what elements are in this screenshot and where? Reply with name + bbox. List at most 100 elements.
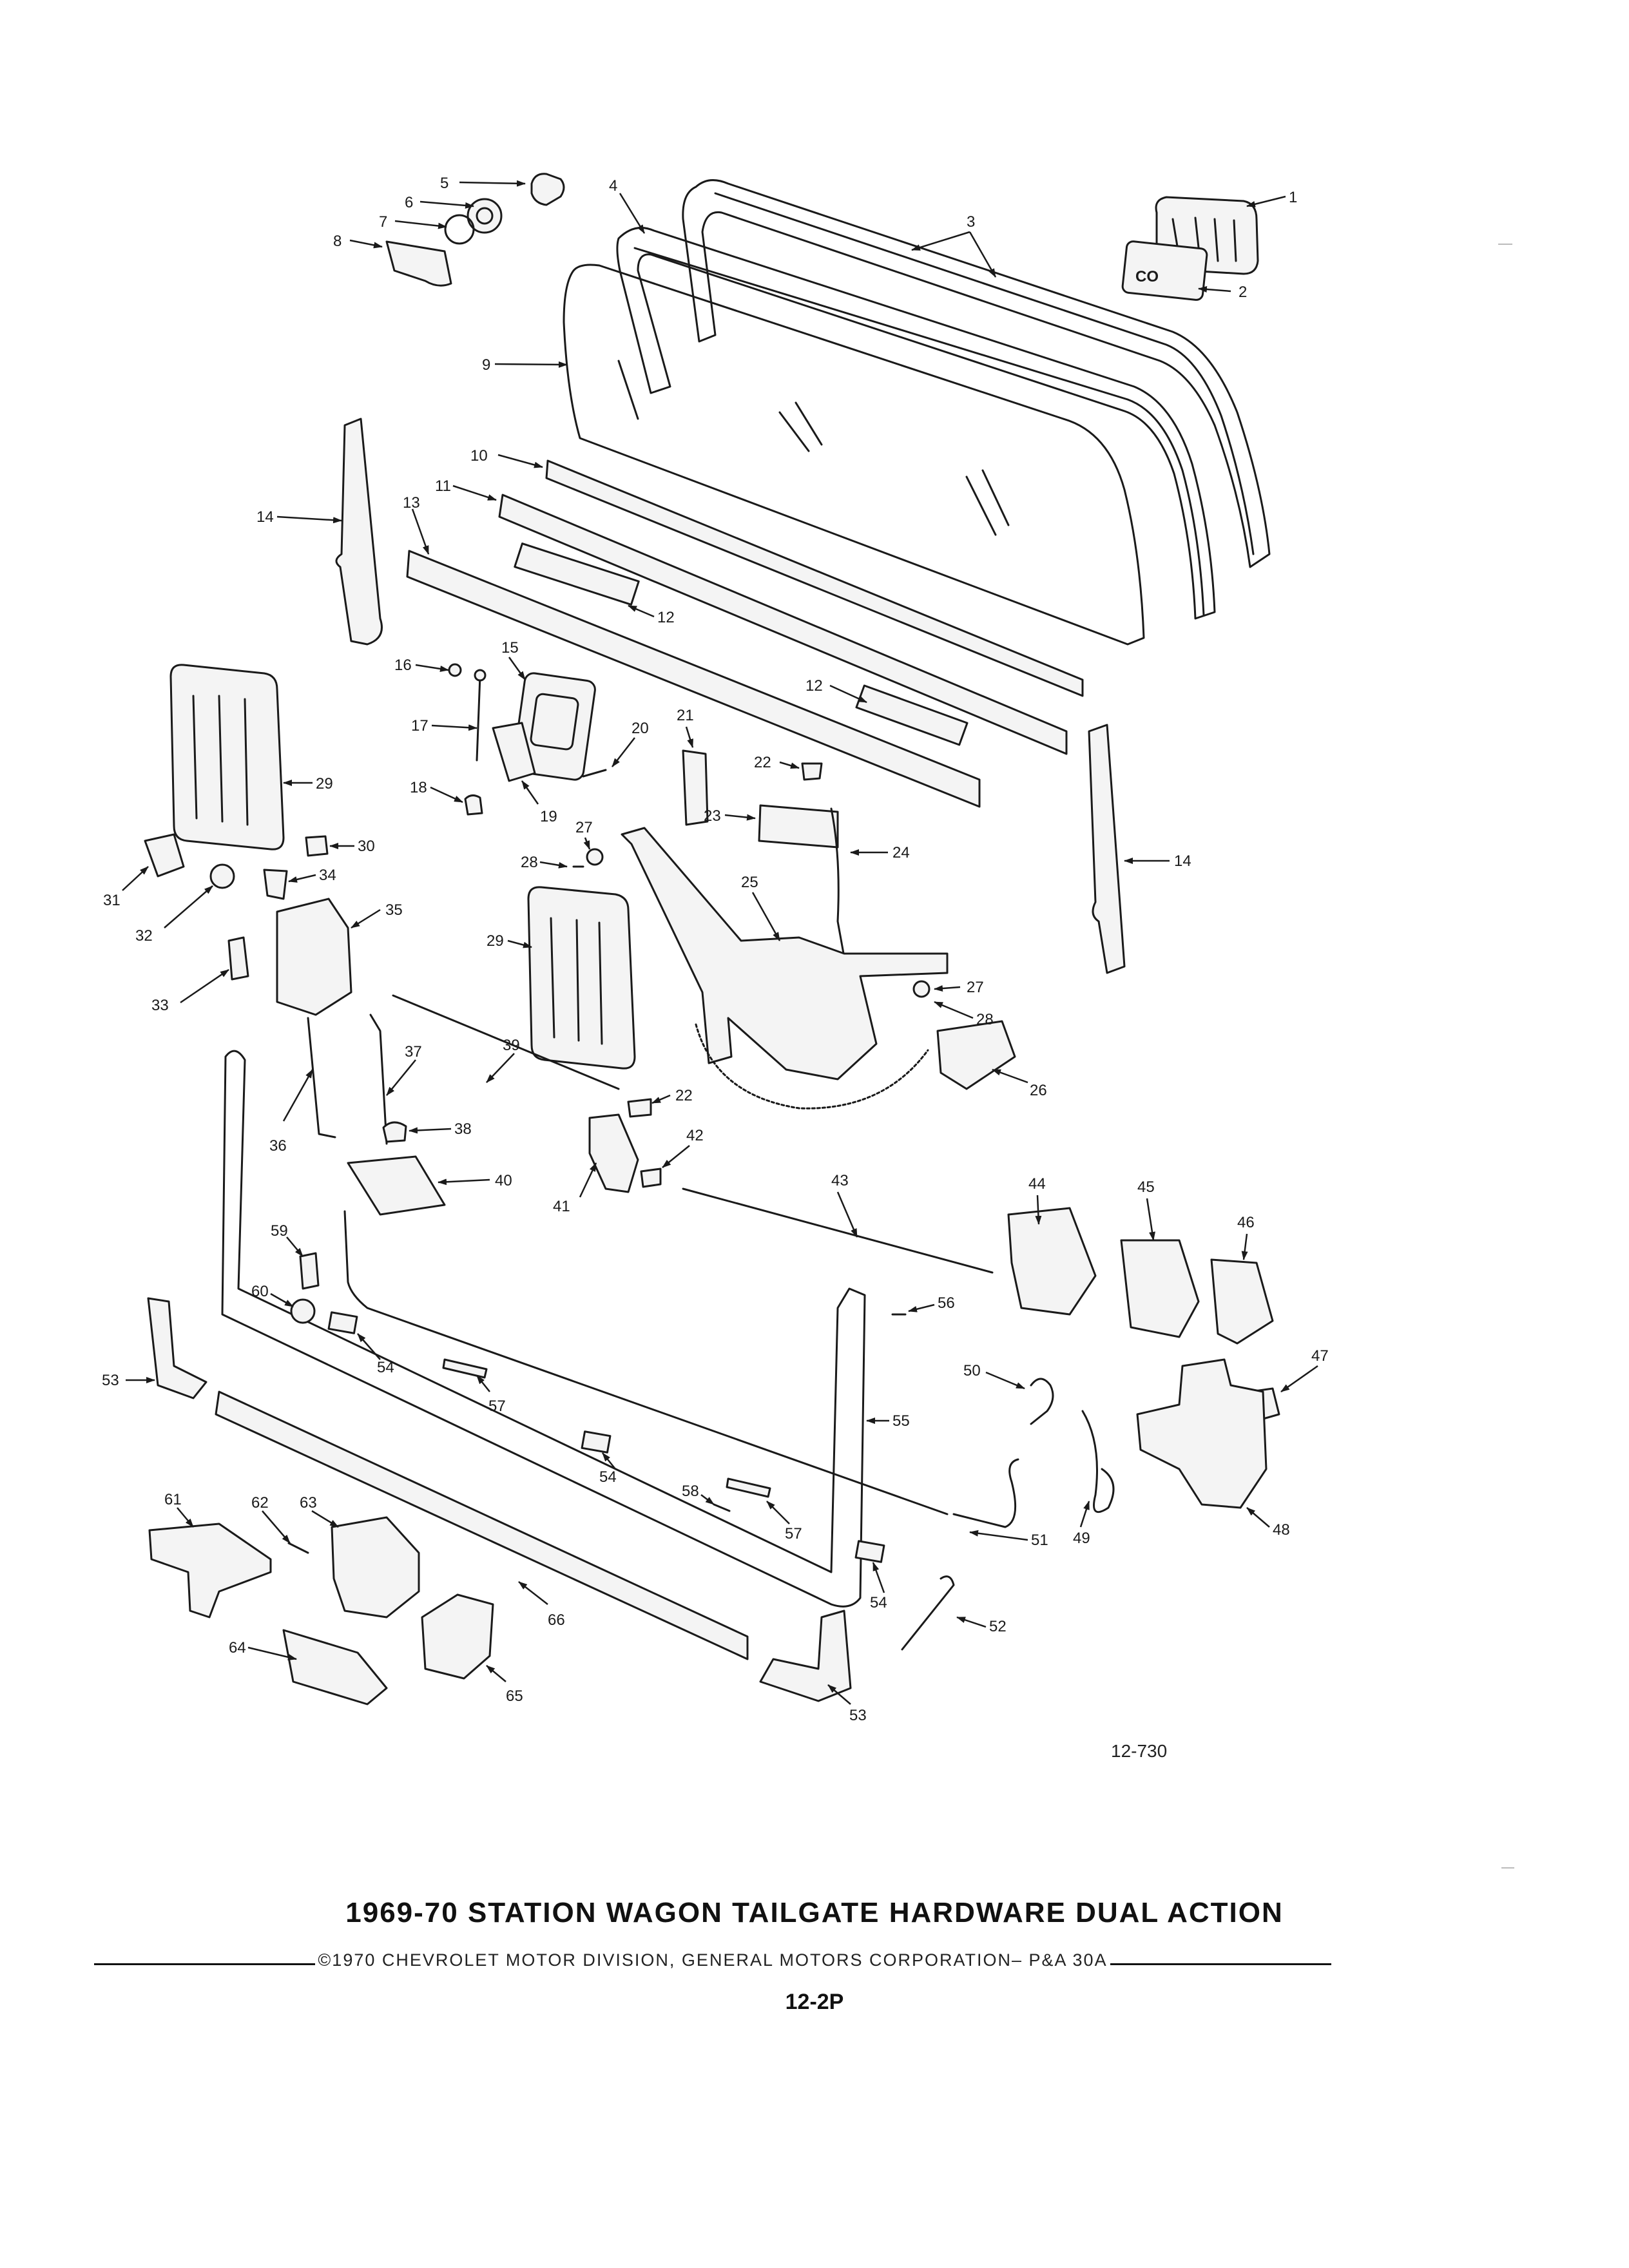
callout-18: 18 bbox=[410, 779, 427, 796]
callout-36: 36 bbox=[269, 1137, 287, 1155]
callout-30: 30 bbox=[358, 838, 375, 855]
part-46-plate bbox=[1210, 1258, 1274, 1345]
callout-10: 10 bbox=[470, 447, 488, 465]
callout-16: 16 bbox=[394, 657, 412, 674]
callout-5: 5 bbox=[440, 175, 448, 192]
callout-17: 17 bbox=[411, 717, 429, 735]
part-19-bracket bbox=[492, 722, 536, 782]
part-42-clip bbox=[640, 1168, 662, 1188]
part-5-lock-cylinder bbox=[530, 173, 565, 206]
part-11-sash-channel bbox=[498, 494, 1068, 755]
callout-13: 13 bbox=[403, 494, 420, 512]
part-13-sash-channel bbox=[406, 550, 981, 808]
part-14-left-track bbox=[335, 418, 383, 646]
callout-49: 49 bbox=[1073, 1530, 1090, 1547]
callout-62: 62 bbox=[251, 1494, 269, 1512]
callout-numbers: 1 2 3 4 5 6 7 8 9 10 11 13 12 12 14 14 1… bbox=[102, 175, 1329, 1724]
part-35-latch bbox=[276, 898, 352, 1016]
figure-number: 12-730 bbox=[1111, 1741, 1168, 1761]
part-52-rod bbox=[901, 1575, 955, 1651]
callout-48: 48 bbox=[1273, 1521, 1290, 1539]
part-9-tailgate-glass bbox=[563, 264, 1145, 646]
callout-2: 2 bbox=[1239, 284, 1247, 301]
part-22-clip-b bbox=[627, 1098, 652, 1118]
edge-mark-bottom bbox=[1501, 1867, 1514, 1869]
callout-40: 40 bbox=[495, 1172, 512, 1189]
part-51-rod bbox=[952, 1458, 1019, 1528]
part-49-check-cable bbox=[1081, 1410, 1115, 1514]
callout-22a: 22 bbox=[754, 754, 771, 771]
callout-20: 20 bbox=[631, 720, 649, 737]
callout-54b: 54 bbox=[599, 1468, 617, 1486]
callout-26: 26 bbox=[1030, 1082, 1047, 1099]
part-40-bracket bbox=[347, 1155, 446, 1216]
part-8-retainer bbox=[385, 240, 452, 287]
part-18-clip bbox=[464, 794, 483, 816]
callout-28b: 28 bbox=[976, 1011, 994, 1028]
part-48-hinge bbox=[1136, 1358, 1268, 1509]
callout-56: 56 bbox=[938, 1294, 955, 1312]
part-45-hinge bbox=[1120, 1239, 1200, 1338]
callout-25: 25 bbox=[741, 874, 758, 891]
callout-58: 58 bbox=[682, 1483, 699, 1500]
part-24-rod bbox=[830, 807, 845, 958]
callout-64: 64 bbox=[229, 1639, 246, 1657]
callout-19: 19 bbox=[540, 808, 557, 825]
callout-23: 23 bbox=[704, 807, 721, 825]
callout-54a: 54 bbox=[377, 1359, 394, 1376]
callout-57a: 57 bbox=[488, 1398, 506, 1415]
callout-32: 32 bbox=[135, 927, 153, 945]
part-25-regulator bbox=[621, 827, 949, 1081]
part-26-bracket bbox=[936, 1020, 1016, 1090]
callout-1: 1 bbox=[1289, 189, 1297, 206]
part-66-sill bbox=[215, 1390, 749, 1660]
right-rule bbox=[1110, 1963, 1331, 1965]
callout-12b: 12 bbox=[805, 677, 823, 695]
part-53-bracket-left bbox=[147, 1297, 207, 1399]
part-20-bolt bbox=[582, 769, 607, 778]
callout-43: 43 bbox=[831, 1172, 849, 1189]
part-59-clip bbox=[299, 1252, 320, 1290]
callout-24: 24 bbox=[892, 844, 910, 861]
part-4-glass-channel bbox=[616, 227, 1216, 620]
callout-45: 45 bbox=[1137, 1178, 1155, 1196]
part-60-bumper bbox=[290, 1298, 316, 1324]
part-34-clip bbox=[263, 869, 288, 900]
part-31-lever bbox=[144, 833, 185, 878]
callout-34: 34 bbox=[319, 867, 336, 884]
callout-63: 63 bbox=[300, 1494, 317, 1512]
part-39-rod bbox=[392, 994, 620, 1090]
callout-8: 8 bbox=[333, 233, 342, 250]
parts-layer: CO bbox=[144, 173, 1280, 1706]
part-62-bolt bbox=[287, 1542, 309, 1554]
part-12-guide-a bbox=[514, 543, 640, 606]
part-44-hinge bbox=[1007, 1207, 1097, 1316]
part-23-control bbox=[758, 804, 839, 849]
svg-text:CO: CO bbox=[1135, 268, 1159, 285]
callout-41: 41 bbox=[553, 1198, 570, 1215]
copyright-row: ©1970 CHEVROLET MOTOR DIVISION, GENERAL … bbox=[94, 1945, 1331, 1970]
callout-6: 6 bbox=[405, 194, 413, 211]
page-title: 1969-70 STATION WAGON TAILGATE HARDWARE … bbox=[345, 1897, 1284, 1928]
page-number: 12-2P bbox=[785, 1990, 844, 2014]
part-50-spring bbox=[1030, 1378, 1054, 1425]
callout-57b: 57 bbox=[785, 1525, 802, 1542]
callout-37: 37 bbox=[405, 1043, 422, 1061]
part-55-frame bbox=[221, 1050, 866, 1608]
copyright-text: ©1970 CHEVROLET MOTOR DIVISION, GENERAL … bbox=[318, 1950, 1108, 1970]
callout-4: 4 bbox=[609, 177, 617, 195]
callout-31: 31 bbox=[103, 892, 120, 909]
part-36-rod bbox=[307, 1017, 336, 1139]
callout-53a: 53 bbox=[102, 1372, 119, 1389]
part-32-bushing bbox=[209, 863, 235, 889]
part-30-clip bbox=[305, 835, 329, 857]
callout-21: 21 bbox=[677, 707, 694, 724]
part-29-access-panel-a bbox=[169, 664, 285, 850]
callout-53b: 53 bbox=[849, 1707, 867, 1724]
part-37-rod bbox=[369, 1014, 388, 1145]
part-10-sash-channel bbox=[545, 459, 1084, 697]
callout-12a: 12 bbox=[657, 609, 675, 626]
callout-3: 3 bbox=[967, 213, 975, 231]
callout-29b: 29 bbox=[487, 932, 504, 950]
callout-54c: 54 bbox=[870, 1594, 887, 1611]
